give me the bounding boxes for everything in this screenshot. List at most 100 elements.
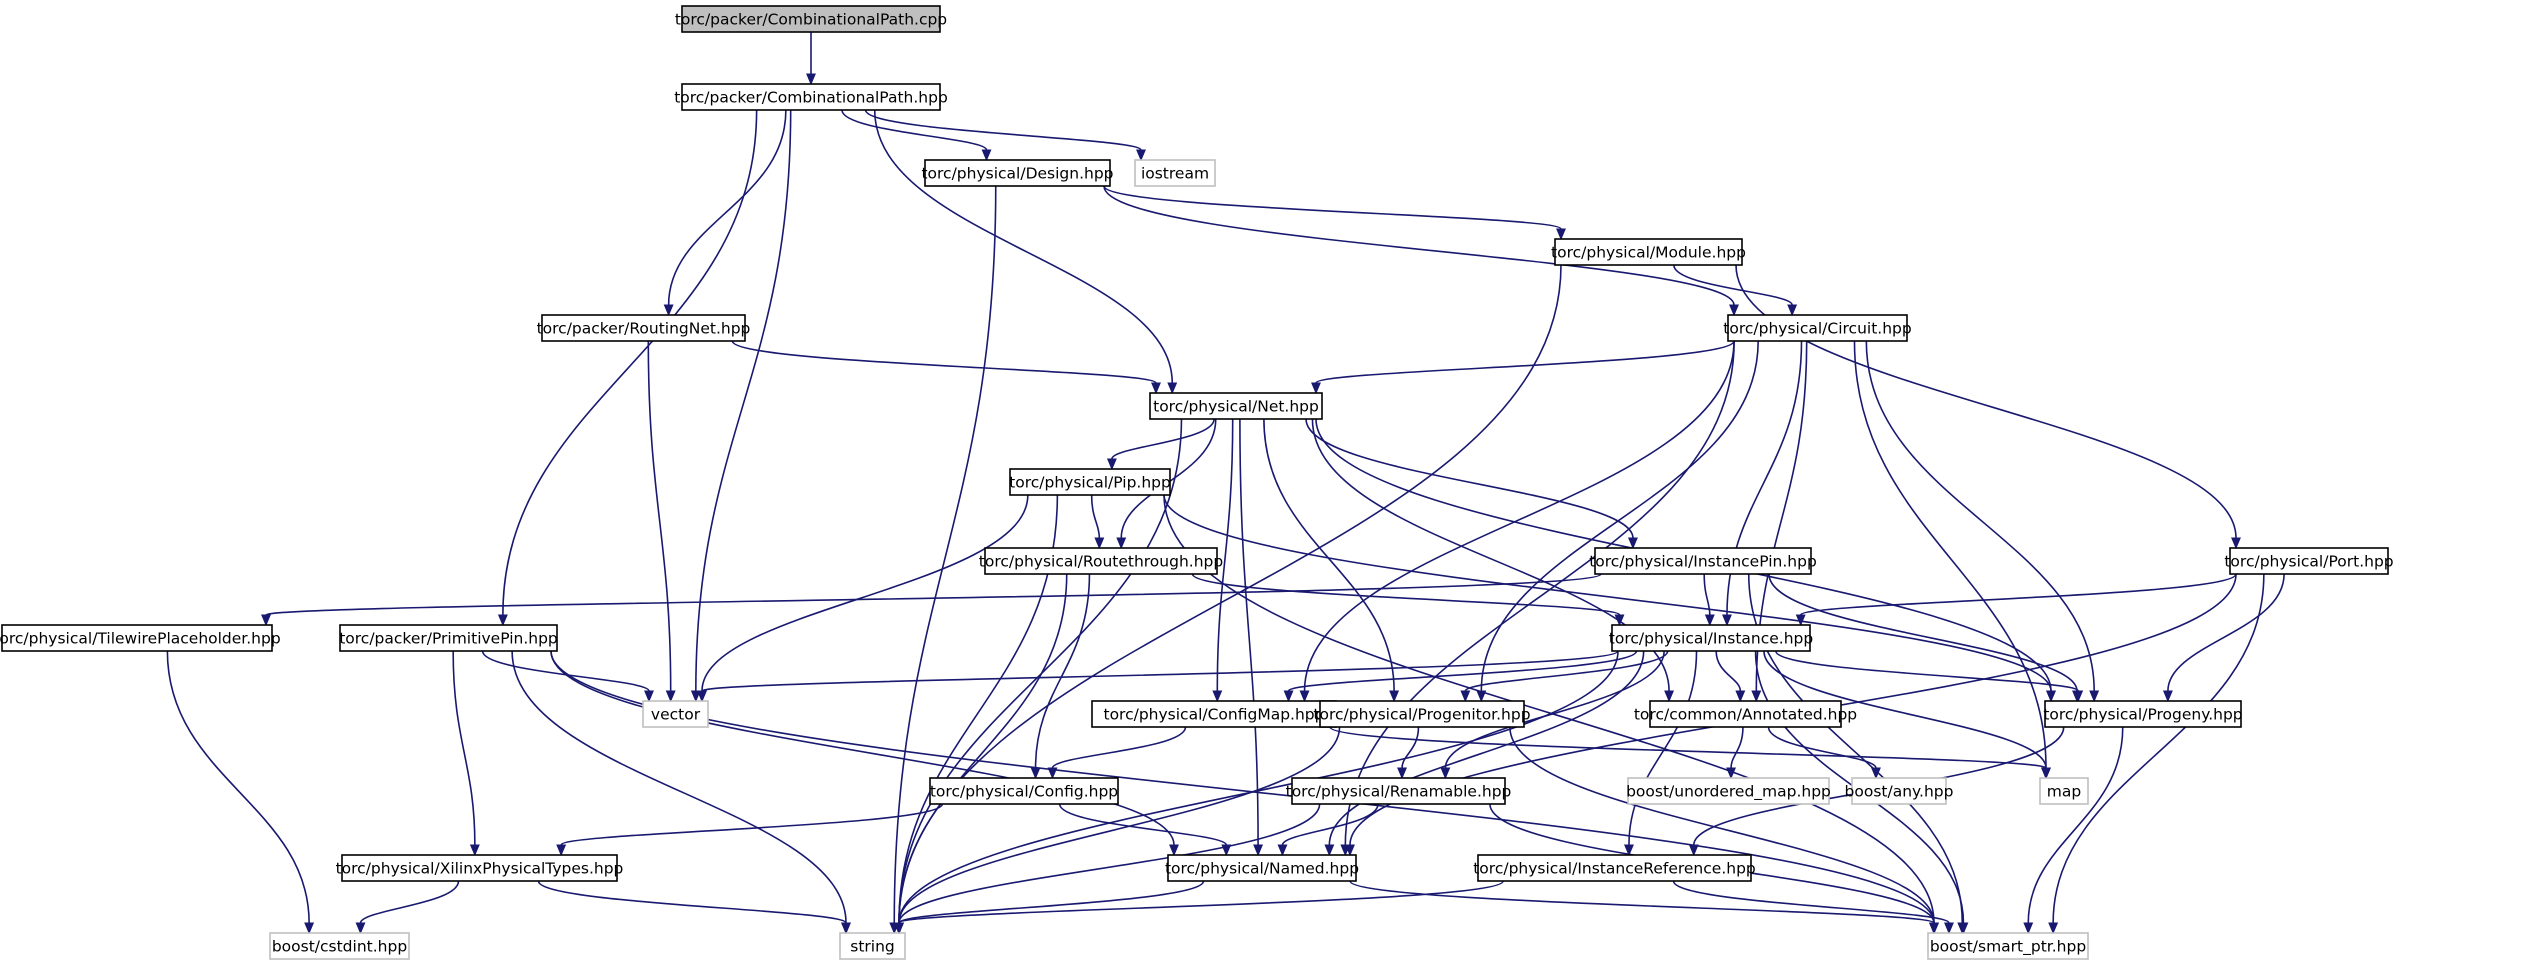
arrowhead-icon (663, 304, 674, 317)
edge-instance-to-renamable (1440, 650, 1665, 780)
node-progeny[interactable]: torc/physical/Progeny.hpp (2043, 700, 2243, 728)
node-smartptr: boost/smart_ptr.hpp (1927, 932, 2089, 960)
edge-circuit-to-map (1853, 340, 2051, 780)
arrowhead-icon (1704, 614, 1715, 627)
node-routingnet[interactable]: torc/packer/RoutingNet.hpp (537, 314, 751, 342)
edge-primitivepin-to-xilinx (452, 650, 480, 857)
node-instance[interactable]: torc/physical/Instance.hpp (1609, 624, 1813, 652)
edge-instance-to-progenitor (1460, 650, 1669, 703)
node-progenitor[interactable]: torc/physical/Progenitor.hpp (1313, 700, 1531, 728)
node-named[interactable]: torc/physical/Named.hpp (1165, 854, 1359, 882)
arrowhead-icon (2023, 922, 2034, 935)
arrowhead-icon (894, 922, 904, 935)
node-cpp[interactable]: torc/packer/CombinationalPath.cpp (675, 5, 947, 33)
edge-net-to-named (1239, 418, 1264, 857)
node-renamable[interactable]: torc/physical/Renamable.hpp (1286, 777, 1512, 805)
edge-line (1034, 573, 1091, 769)
node-config[interactable]: torc/physical/Config.hpp (929, 777, 1119, 805)
node-label: torc/physical/Pip.hpp (1009, 474, 1171, 492)
edge-configmap-to-map (1329, 726, 2051, 780)
edge-instancepin-to-progeny (1768, 573, 2082, 703)
node-vector: vector (642, 700, 709, 728)
edge-xilinx-to-cstdint (355, 880, 460, 935)
node-net[interactable]: torc/physical/Net.hpp (1149, 392, 1323, 420)
edge-line (647, 340, 672, 692)
arrowhead-icon (556, 844, 567, 857)
arrowhead-icon (806, 73, 816, 86)
edge-tilewire-to-cstdint (166, 650, 315, 935)
edge-instance-to-named (1324, 650, 1645, 857)
edge-cphpp-to-vector (690, 109, 792, 703)
edge-line (1715, 650, 1742, 692)
arrowhead-icon (1212, 690, 1223, 703)
edge-line (898, 880, 1504, 924)
node-box (924, 159, 1111, 187)
node-box (2039, 777, 2089, 805)
edge-line (1768, 573, 2078, 692)
node-label: boost/unordered_map.hpp (1626, 783, 1831, 802)
arrowhead-icon (1253, 844, 1264, 857)
node-configmap[interactable]: torc/physical/ConfigMap.hpp (1091, 700, 1337, 728)
edge-port-to-instance (1795, 573, 2237, 627)
edge-line (1464, 650, 1669, 692)
node-label: string (850, 938, 895, 956)
edge-line (1480, 340, 1759, 692)
arrowhead-icon (2048, 922, 2059, 935)
node-string: string (839, 932, 906, 960)
node-port[interactable]: torc/physical/Port.hpp (2224, 547, 2394, 575)
edge-line (1775, 650, 2079, 692)
edge-circuit-to-progeny (1865, 340, 2100, 703)
node-box (1091, 700, 1337, 728)
node-instref[interactable]: torc/physical/InstanceReference.hpp (1473, 854, 1756, 882)
node-design[interactable]: torc/physical/Design.hpp (921, 159, 1114, 187)
node-label: torc/physical/Instance.hpp (1609, 630, 1813, 648)
edge-configmap-to-config (1047, 726, 1187, 780)
edge-line (898, 880, 1205, 924)
node-annotated[interactable]: torc/common/Annotated.hpp (1634, 700, 1857, 728)
node-circuit[interactable]: torc/physical/Circuit.hpp (1723, 314, 1912, 342)
node-box (1554, 238, 1743, 266)
node-xilinx[interactable]: torc/physical/XilinxPhysicalTypes.hpp (336, 854, 624, 882)
edge-line (1090, 494, 1101, 539)
edge-annotated-to-any (1767, 726, 1881, 780)
edge-line (898, 803, 1321, 924)
edge-port-to-progeny (2162, 573, 2285, 703)
node-routethrough[interactable]: torc/physical/Routethrough.hpp (979, 547, 1223, 575)
arrowhead-icon (1136, 149, 1146, 162)
edge-cphpp-to-primitivepin (497, 109, 758, 627)
node-label: torc/physical/Design.hpp (921, 165, 1113, 183)
node-iostream: iostream (1134, 159, 1216, 187)
node-box (681, 5, 941, 33)
arrowhead-icon (2089, 690, 2100, 703)
node-module[interactable]: torc/physical/Module.hpp (1551, 238, 1746, 266)
edge-renamable-to-named (1277, 803, 1379, 857)
node-primitivepin[interactable]: torc/packer/PrimitivePin.hpp (339, 624, 558, 652)
edge-line (1281, 803, 1379, 846)
node-box (1627, 777, 1830, 805)
arrowhead-icon (1614, 614, 1625, 627)
edge-line (1735, 264, 2237, 539)
arrowhead-icon (2162, 690, 2173, 703)
arrowhead-icon (665, 690, 676, 703)
node-label: torc/packer/PrimitivePin.hpp (339, 630, 558, 648)
edge-line (1216, 418, 1234, 692)
node-instancepin[interactable]: torc/physical/InstancePin.hpp (1589, 547, 1817, 575)
edge-annotated-to-unordered (1726, 726, 1744, 780)
node-label: boost/cstdint.hpp (272, 938, 407, 956)
edge-line (1328, 650, 1645, 846)
node-tilewire[interactable]: torc/physical/TilewirePlaceholder.hpp (0, 624, 281, 652)
edge-line (1444, 650, 1665, 769)
edge-instance-to-configmap (1283, 650, 1638, 703)
node-box (1477, 854, 1752, 882)
arrowhead-icon (1311, 382, 1321, 395)
arrowhead-icon (304, 922, 315, 935)
node-cphpp[interactable]: torc/packer/CombinationalPath.hpp (674, 83, 948, 111)
edge-line (841, 109, 988, 151)
edge-config-to-xilinx (556, 803, 944, 857)
node-box (984, 547, 1218, 575)
arrowhead-icon (1556, 228, 1566, 241)
node-label: torc/physical/ConfigMap.hpp (1104, 706, 1325, 724)
node-pip[interactable]: torc/physical/Pip.hpp (1009, 468, 1171, 496)
edge-instance-to-progeny (1775, 650, 2084, 703)
arrowhead-icon (1751, 690, 1762, 703)
